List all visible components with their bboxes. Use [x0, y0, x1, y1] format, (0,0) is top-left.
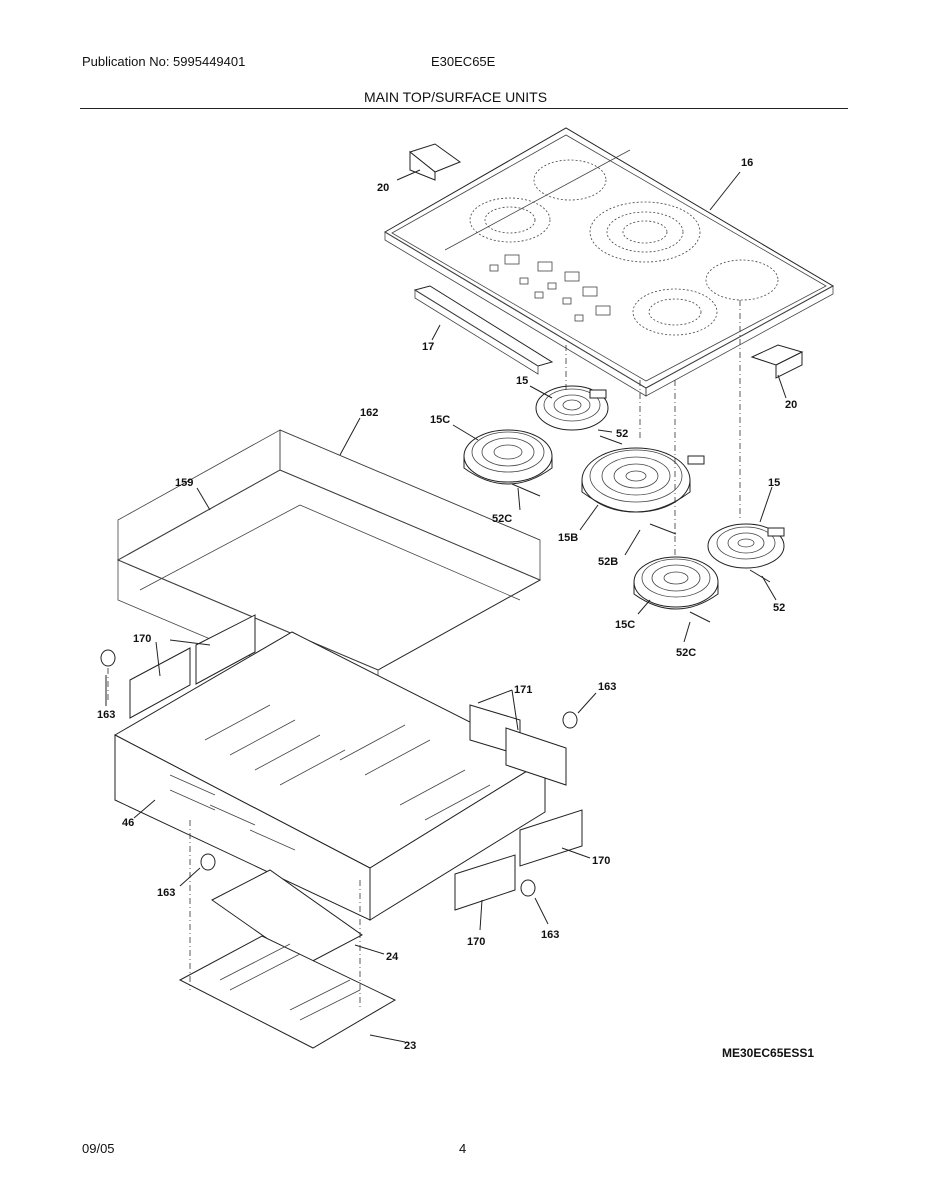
footer-date: 09/05	[82, 1141, 115, 1156]
surface-element-dual-lower	[633, 556, 719, 610]
callout-171: 171	[514, 684, 532, 696]
side-bracket-left	[129, 614, 256, 719]
burner-box	[113, 631, 547, 921]
callout-163-right: 163	[598, 681, 616, 693]
figure-id: ME30EC65ESS1	[722, 1046, 815, 1060]
spacer-grommet	[100, 649, 578, 897]
callout-labels: 16 20 20 17 15 15C 52 52C 15B 52B 15 52 …	[97, 157, 797, 1052]
callout-16: 16	[741, 157, 753, 169]
bottom-cover	[178, 935, 397, 1049]
section-title: MAIN TOP/SURFACE UNITS	[364, 89, 548, 105]
callout-46: 46	[122, 817, 134, 829]
cooktop-glass-top	[384, 127, 835, 397]
callout-15b: 15B	[558, 532, 578, 544]
callout-162: 162	[360, 407, 378, 419]
callout-170-left: 170	[133, 633, 151, 645]
page-number: 4	[459, 1141, 467, 1156]
callout-20-top: 20	[377, 182, 389, 194]
callout-52-top: 52	[616, 428, 628, 440]
callout-20-right: 20	[785, 399, 797, 411]
bracket-right	[750, 344, 804, 379]
callout-15-right: 15	[768, 477, 780, 489]
element-leads	[511, 435, 771, 623]
alignment-lines	[107, 300, 741, 1010]
callout-52c-left: 52C	[492, 513, 512, 525]
callout-15c-left: 15C	[430, 414, 450, 426]
surface-element-small-top	[535, 385, 609, 431]
model-number: E30EC65E	[431, 54, 496, 69]
callout-52b: 52B	[598, 556, 618, 568]
callout-52c-lower: 52C	[676, 647, 696, 659]
callout-52-right: 52	[773, 602, 785, 614]
callout-17: 17	[422, 341, 434, 353]
surface-element-large	[581, 447, 705, 513]
control-bracket	[413, 285, 554, 375]
side-bracket-right-lower	[454, 809, 583, 911]
callout-163-bottom-left: 163	[157, 887, 175, 899]
callout-170-bottom: 170	[467, 936, 485, 948]
callout-159: 159	[175, 477, 193, 489]
bracket-left-top	[408, 143, 462, 181]
publication-number: Publication No: 5995449401	[82, 54, 246, 69]
side-bracket-right-upper	[469, 704, 567, 786]
callout-23: 23	[404, 1040, 416, 1052]
callout-163-left: 163	[97, 709, 115, 721]
callout-15c-lower: 15C	[615, 619, 635, 631]
callout-24: 24	[386, 951, 399, 963]
callout-leaders	[105, 169, 787, 1043]
callout-163-bottom-right: 163	[541, 929, 559, 941]
surface-element-small-right	[707, 523, 785, 569]
callout-15-top: 15	[516, 375, 528, 387]
surface-element-dual-left	[463, 429, 553, 485]
callout-170-right: 170	[592, 855, 610, 867]
header-rule	[80, 108, 848, 109]
